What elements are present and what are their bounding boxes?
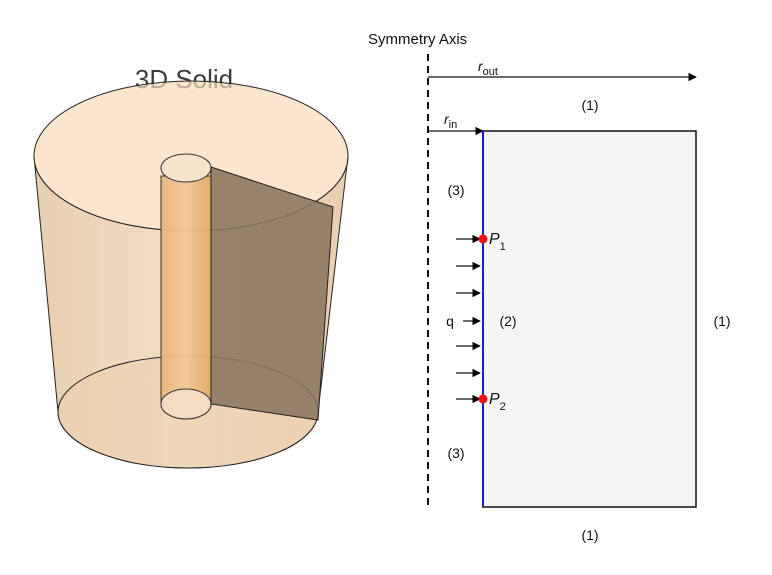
r-in-label: rin [444, 111, 457, 131]
boundary-label-upper-inner: (3) [447, 182, 464, 198]
inner-hole-bottom [160, 388, 212, 420]
flux-label: q [446, 313, 454, 329]
point-p1-label: P1 [489, 231, 506, 253]
boundary-label-top: (1) [581, 97, 598, 113]
inner-hole-top [160, 153, 212, 183]
r-out-label: rout [478, 58, 498, 78]
boundary-label-right: (1) [713, 313, 730, 329]
boundary-label-middle-inner: (2) [499, 313, 516, 329]
point-p2-marker [478, 394, 488, 404]
inner-hole-side [160, 175, 212, 420]
flux-arrows [456, 234, 481, 404]
axisymmetric-domain: Symmetry Axis rout rin (1) (1) (1) (3) (… [368, 31, 731, 543]
point-p1-marker [478, 234, 488, 244]
symmetry-axis-label: Symmetry Axis [368, 31, 467, 48]
solid-3d: 3D Solid [33, 64, 349, 469]
cut-plane [210, 166, 334, 421]
point-p2-label: P2 [489, 391, 506, 413]
boundary-label-lower-inner: (3) [447, 445, 464, 461]
boundary-label-bottom: (1) [581, 527, 598, 543]
